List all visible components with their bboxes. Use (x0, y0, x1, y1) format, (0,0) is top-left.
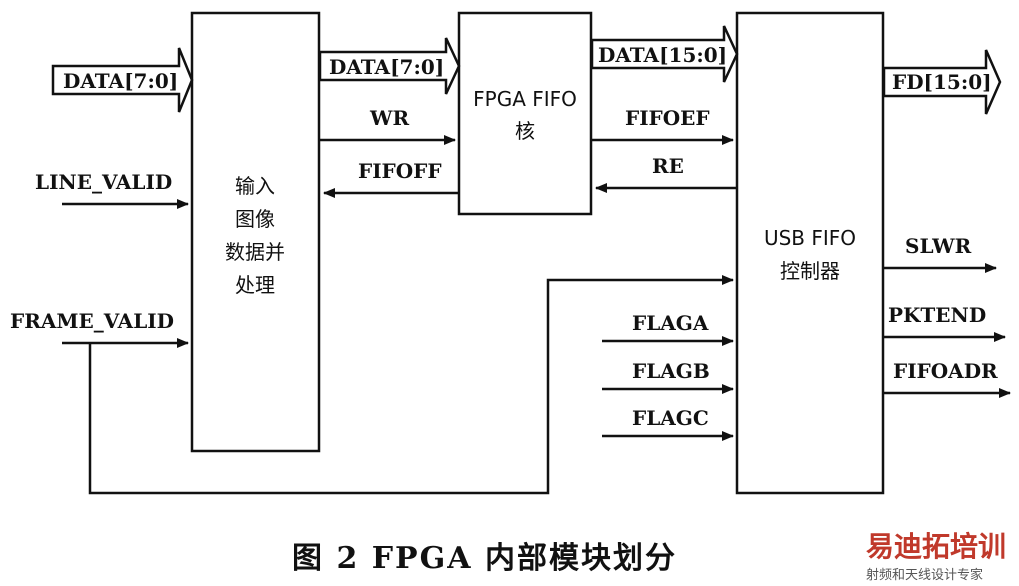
data-mid-bus-arrow (318, 37, 461, 95)
wr-label: WR (369, 106, 409, 130)
input-block-label-3: 数据并 (225, 240, 285, 264)
usb-fifo-controller-block (735, 11, 885, 495)
watermark-tagline: 射频和天线设计专家 (866, 567, 983, 583)
line-valid-label: LINE_VALID (35, 170, 172, 194)
data-mid-label: DATA[7:0] (329, 55, 444, 79)
flagc-label: FLAGC (632, 406, 709, 430)
fd-out-bus-arrow (882, 49, 1002, 115)
fpga-fifo-core-block (457, 11, 593, 216)
frame-valid-label: FRAME_VALID (10, 309, 174, 333)
data-in-bus-arrow (51, 47, 194, 113)
data-16-bus-arrow (590, 25, 739, 83)
fifoff-label: FIFOFF (358, 159, 442, 183)
watermark-brand: 易迪拓培训 (866, 530, 1006, 563)
slwr-label: SLWR (905, 234, 972, 258)
input-block-label-1: 输入 (235, 174, 275, 198)
input-block-label-4: 处理 (235, 273, 275, 297)
data-in-label: DATA[7:0] (63, 69, 178, 93)
data-16-label: DATA[15:0] (598, 43, 727, 67)
fpga-fifo-label-1: FPGA FIFO (473, 87, 577, 111)
input-block-label-2: 图像 (235, 207, 275, 231)
usb-fifo-label-2: 控制器 (780, 259, 840, 283)
pktend-label: PKTEND (888, 303, 986, 327)
frame-valid-loop-arrow (88, 275, 734, 495)
re-label: RE (652, 154, 684, 178)
input-processing-block (190, 11, 321, 453)
fd-out-label: FD[15:0] (892, 70, 992, 94)
usb-fifo-label-1: USB FIFO (764, 226, 856, 250)
flagb-label: FLAGB (632, 359, 710, 383)
fpga-fifo-label-2: 核 (515, 119, 535, 143)
figure-caption: 图 2 FPGA 内部模块划分 (292, 541, 677, 576)
fifoadr-label: FIFOADR (893, 359, 998, 383)
fifoef-label: FIFOEF (625, 106, 710, 130)
flaga-label: FLAGA (632, 311, 709, 335)
